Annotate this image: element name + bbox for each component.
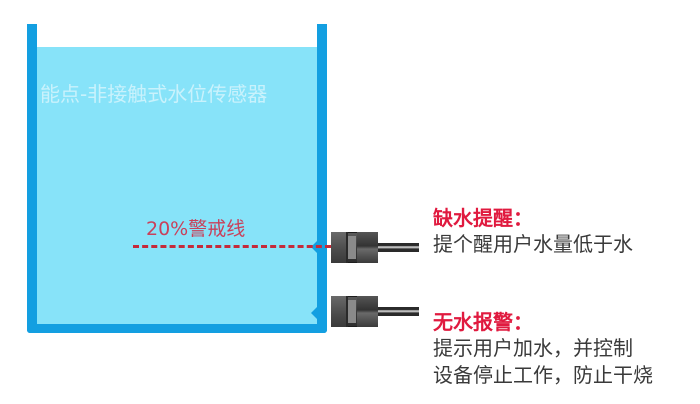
- tank-title: 能点-非接触式水位传感器: [40, 82, 268, 106]
- warning-line-label: 20%警戒线: [146, 218, 246, 240]
- low-water-heading: 缺水提醒：: [433, 206, 533, 230]
- sensor-cable: [378, 243, 419, 252]
- sensor-band: [348, 236, 356, 259]
- no-water-description-line-2: 设备停止工作，防止干烧: [433, 363, 653, 387]
- tank-left-wall: [27, 24, 37, 333]
- sensor-block: [357, 232, 378, 263]
- sensor-cap: [331, 296, 348, 327]
- no-water-alarm: 无水报警： 提示用户加水，并控制 设备停止工作，防止干烧: [433, 309, 653, 389]
- warning-dashed-line: [133, 245, 331, 248]
- sensor-block: [357, 296, 378, 327]
- tank-right-wall: [317, 24, 327, 333]
- lower-sensor-notch: [311, 307, 317, 319]
- sensor-band: [348, 300, 356, 323]
- sensor-cable: [378, 307, 419, 316]
- no-water-description-line-1: 提示用户加水，并控制: [433, 336, 633, 360]
- lower-sensor: [331, 296, 421, 328]
- low-water-description: 提个醒用户水量低于水: [433, 232, 633, 256]
- tank-bottom-wall: [27, 324, 327, 333]
- water-fill: [37, 47, 317, 324]
- low-water-reminder: 缺水提醒： 提个醒用户水量低于水: [433, 205, 633, 258]
- no-water-heading: 无水报警：: [433, 310, 533, 334]
- upper-sensor: [331, 232, 421, 264]
- sensor-cap: [331, 232, 348, 263]
